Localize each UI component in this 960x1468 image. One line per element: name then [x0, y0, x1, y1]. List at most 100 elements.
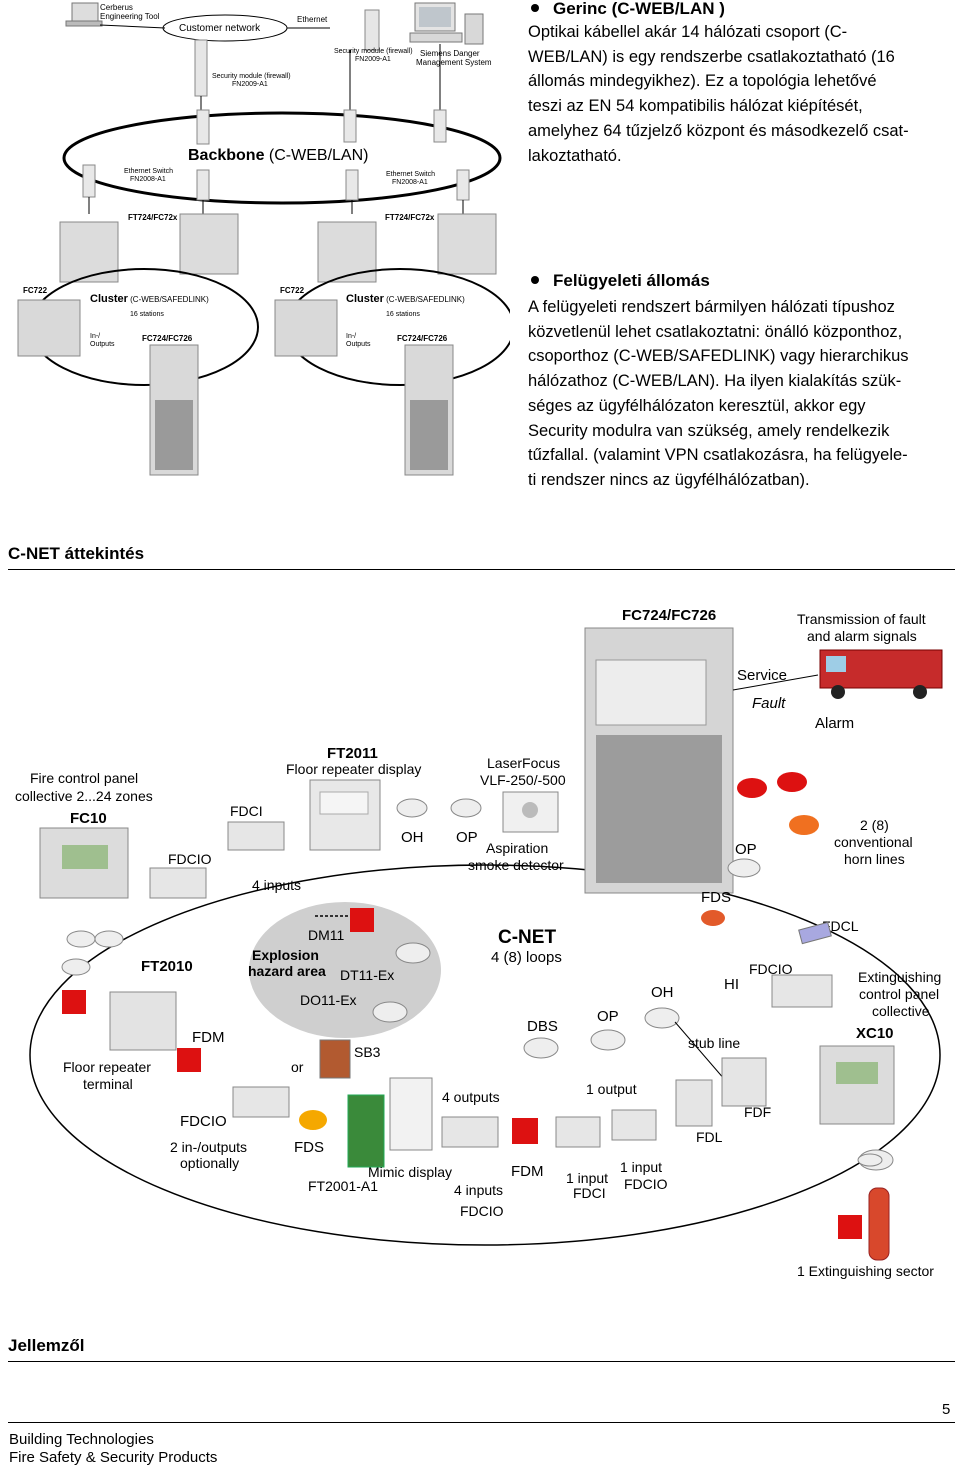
svg-text:FC722: FC722 [280, 286, 305, 295]
network-topology-diagram: Cerberus Engineering Tool Customer netwo… [17, 2, 510, 476]
svg-text:2 in-/outputs: 2 in-/outputs [170, 1139, 247, 1155]
svg-text:Extinguishing: Extinguishing [858, 969, 941, 985]
svg-text:Outputs: Outputs [346, 341, 371, 348]
svg-text:Alarm: Alarm [815, 715, 854, 732]
footer-divider [8, 1422, 955, 1423]
svg-text:Mimic display: Mimic display [368, 1164, 452, 1180]
svg-text:FC10: FC10 [70, 810, 107, 827]
svg-text:In-/: In-/ [90, 333, 100, 340]
laptop-icon [65, 2, 103, 27]
svg-text:SB3: SB3 [354, 1044, 381, 1060]
svg-text:FDCI: FDCI [573, 1185, 606, 1201]
svg-text:horn lines: horn lines [844, 851, 905, 867]
module-icon [149, 821, 833, 1148]
svg-text:1 input: 1 input [620, 1159, 662, 1175]
svg-text:FN2008-A1: FN2008-A1 [392, 179, 428, 186]
cerberus-label-1: Cerberus [100, 3, 133, 12]
ft2010-terminal-icon [109, 991, 177, 1051]
svg-text:FDM: FDM [192, 1029, 225, 1046]
svg-text:DO11-Ex: DO11-Ex [300, 992, 357, 1008]
svg-text:Ethernet Switch: Ethernet Switch [124, 168, 173, 175]
fdcl-icon [798, 921, 832, 945]
svg-text:FT724/FC72x: FT724/FC72x [385, 213, 435, 222]
svg-text:terminal: terminal [83, 1076, 133, 1092]
svg-text:VLF-250/-500: VLF-250/-500 [480, 772, 566, 788]
cnet-overview-diagram: FC724/FC726 Transmission of fault and al… [15, 607, 943, 1279]
svg-text:FDCI: FDCI [230, 803, 263, 819]
svg-text:Floor repeater: Floor repeater [63, 1059, 151, 1075]
svg-text:OH: OH [651, 984, 674, 1001]
svg-text:XC10: XC10 [856, 1025, 894, 1042]
cerberus-label-2: Engineering Tool [100, 12, 160, 21]
svg-text:1 output: 1 output [586, 1081, 637, 1097]
svg-text:OP: OP [456, 829, 478, 846]
svg-text:Outputs: Outputs [90, 341, 115, 348]
xc10-panel-icon [819, 1045, 895, 1125]
footer-line-1: Building Technologies [9, 1431, 154, 1448]
cnet-heading: C-NET áttekintés [8, 544, 145, 563]
svg-text:FDCIO: FDCIO [749, 961, 793, 977]
fds-yellow-icon [299, 1110, 327, 1130]
svg-text:conventional: conventional [834, 834, 913, 850]
svg-text:FDS: FDS [294, 1139, 324, 1156]
svg-text:1 input: 1 input [566, 1170, 608, 1186]
footer: Building Technologies Fire Safety & Secu… [9, 1431, 217, 1467]
jellemzol-divider [8, 1361, 955, 1362]
svg-text:Aspiration: Aspiration [486, 840, 548, 856]
svg-text:FN2008-A1: FN2008-A1 [130, 176, 166, 183]
svg-text:FT2001-A1: FT2001-A1 [308, 1178, 378, 1194]
extinguisher-cylinder-icon [868, 1187, 890, 1261]
sb3-box-icon [319, 1039, 351, 1079]
svg-text:FDF: FDF [744, 1104, 771, 1120]
svg-text:FDCL: FDCL [822, 918, 859, 934]
svg-text:optionally: optionally [180, 1155, 239, 1171]
section-supervision-title: Felügyeleti állomás [531, 271, 946, 291]
svg-text:Security module (firewall): Security module (firewall) [334, 48, 413, 55]
section-backbone-title: Gerinc (C-WEB/LAN ) [531, 0, 946, 18]
svg-text:4 inputs: 4 inputs [454, 1182, 503, 1198]
fire-truck-icon [819, 649, 943, 699]
svg-text:DT11-Ex: DT11-Ex [340, 967, 394, 983]
svg-text:In-/: In-/ [346, 333, 356, 340]
svg-text:collective: collective [872, 1003, 930, 1019]
svg-text:OH: OH [401, 829, 424, 846]
svg-text:16 stations: 16 stations [130, 311, 164, 318]
svg-text:FC724/FC726: FC724/FC726 [397, 334, 448, 343]
control-panel-icon [17, 299, 454, 476]
svg-text:16 stations: 16 stations [386, 311, 420, 318]
svg-text:Fault: Fault [752, 695, 786, 712]
svg-text:1 Extinguishing sector: 1 Extinguishing sector [797, 1263, 934, 1279]
jellemzol-heading: Jellemzől [8, 1336, 85, 1355]
floor-repeater-display-icon [309, 779, 381, 851]
svg-text:smoke detector: smoke detector [468, 857, 564, 873]
svg-text:and alarm signals: and alarm signals [807, 628, 917, 644]
svg-text:control panel: control panel [859, 986, 939, 1002]
svg-text:HI: HI [724, 976, 739, 993]
svg-text:FDCIO: FDCIO [180, 1113, 227, 1130]
aspiration-detector-icon [502, 791, 559, 833]
svg-text:DBS: DBS [527, 1018, 558, 1035]
horn-icon [737, 772, 819, 835]
svg-text:FC724/FC726: FC724/FC726 [622, 607, 716, 624]
svg-text:FC724/FC726: FC724/FC726 [142, 334, 193, 343]
svg-text:4 inputs: 4 inputs [252, 877, 301, 893]
svg-text:Cluster (C-WEB/SAFEDLINK): Cluster (C-WEB/SAFEDLINK) [346, 293, 465, 305]
svg-text:collective 2...24 zones: collective 2...24 zones [15, 788, 153, 804]
section-backbone-body: Optikai kábellel akár 14 hálózati csopor… [528, 23, 909, 165]
svg-text:FDCIO: FDCIO [460, 1203, 504, 1219]
section-supervision-body: A felügyeleti rendszert bármilyen hálóza… [528, 298, 909, 489]
fc724-cabinet-icon [584, 627, 734, 894]
svg-text:OP: OP [597, 1008, 619, 1025]
svg-text:Cluster (C-WEB/SAFEDLINK): Cluster (C-WEB/SAFEDLINK) [90, 293, 209, 305]
svg-text:or: or [291, 1059, 304, 1075]
svg-text:FT724/FC72x: FT724/FC72x [128, 213, 178, 222]
svg-text:stub line: stub line [688, 1035, 740, 1051]
ethernet-label: Ethernet [297, 15, 328, 24]
fc10-panel-icon [39, 827, 129, 899]
mimic-display-icon [347, 1077, 433, 1168]
svg-text:4 (8) loops: 4 (8) loops [491, 949, 562, 966]
svg-text:FDCIO: FDCIO [168, 851, 212, 867]
svg-text:Explosion: Explosion [252, 947, 319, 963]
heading-divider [8, 569, 955, 570]
security-module-icon [194, 9, 380, 97]
